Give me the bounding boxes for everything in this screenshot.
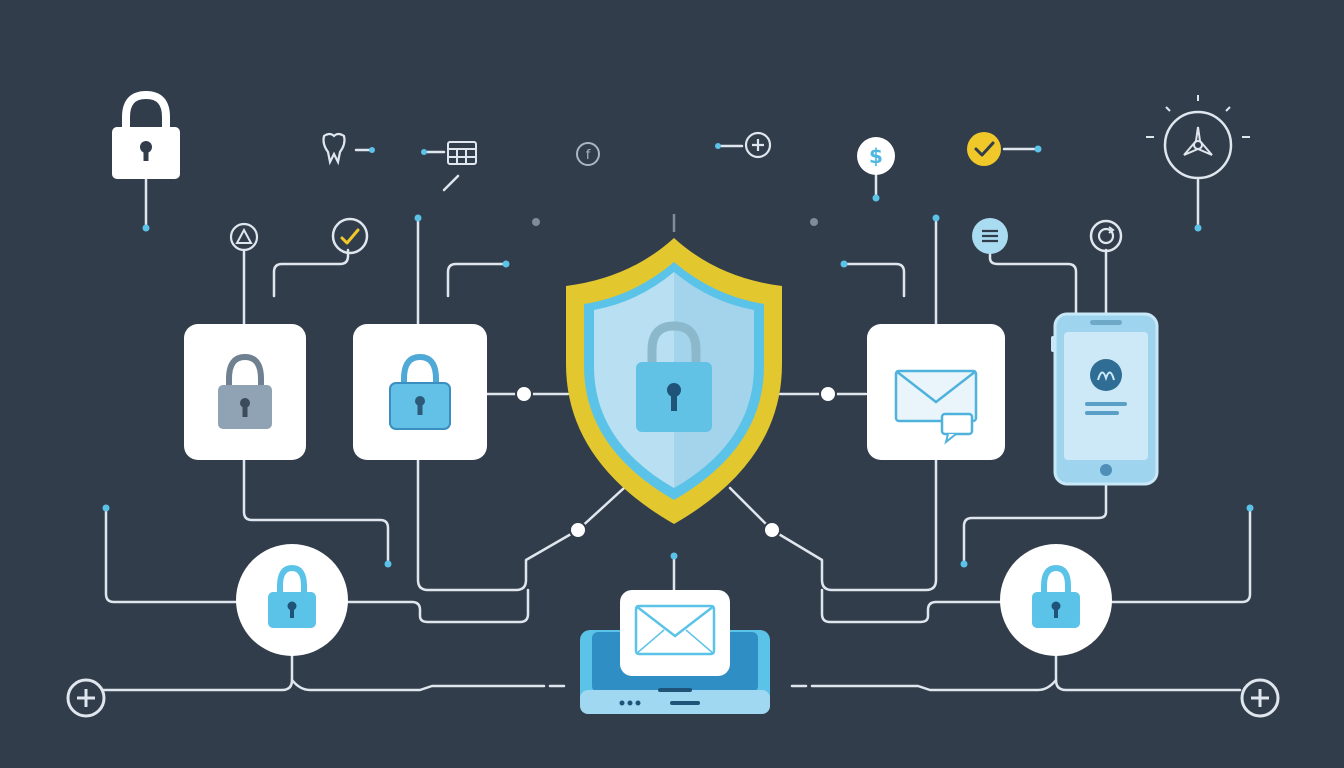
svg-text:$: $ xyxy=(869,144,883,168)
circle-padlock-right xyxy=(1000,544,1112,656)
plus-icon xyxy=(1240,678,1280,718)
padlock-icon xyxy=(389,353,451,430)
padlock-icon xyxy=(1032,564,1080,628)
tile-padlock-gray xyxy=(184,324,306,460)
menu-icon xyxy=(972,218,1008,254)
refresh-icon xyxy=(1089,219,1123,253)
warning-icon xyxy=(229,222,259,252)
smartphone-icon xyxy=(1051,312,1159,486)
connector-lines xyxy=(100,144,1252,692)
plus-icon xyxy=(66,678,106,718)
tile-padlock-blue xyxy=(353,324,487,460)
check-icon xyxy=(331,217,369,255)
plus-icon xyxy=(744,131,772,159)
tile-envelope xyxy=(867,324,1005,460)
junction-nodes xyxy=(515,385,837,539)
connector-dots xyxy=(102,143,1254,568)
f-coin-icon: f xyxy=(576,142,600,166)
dollar-icon: $ xyxy=(857,137,895,175)
circle-padlock-left xyxy=(236,544,348,656)
padlock-icon xyxy=(112,90,180,179)
padlock-icon xyxy=(268,564,316,628)
padlock-icon xyxy=(218,353,272,429)
shield-lock-icon xyxy=(566,238,782,524)
svg-text:f: f xyxy=(586,148,591,163)
tooth-icon xyxy=(322,132,346,166)
calendar-icon xyxy=(447,141,477,165)
envelope-chat-icon xyxy=(894,369,978,445)
laptop-envelope-icon xyxy=(580,590,770,714)
check-icon xyxy=(967,132,1001,166)
biohazard-icon xyxy=(1146,95,1250,180)
